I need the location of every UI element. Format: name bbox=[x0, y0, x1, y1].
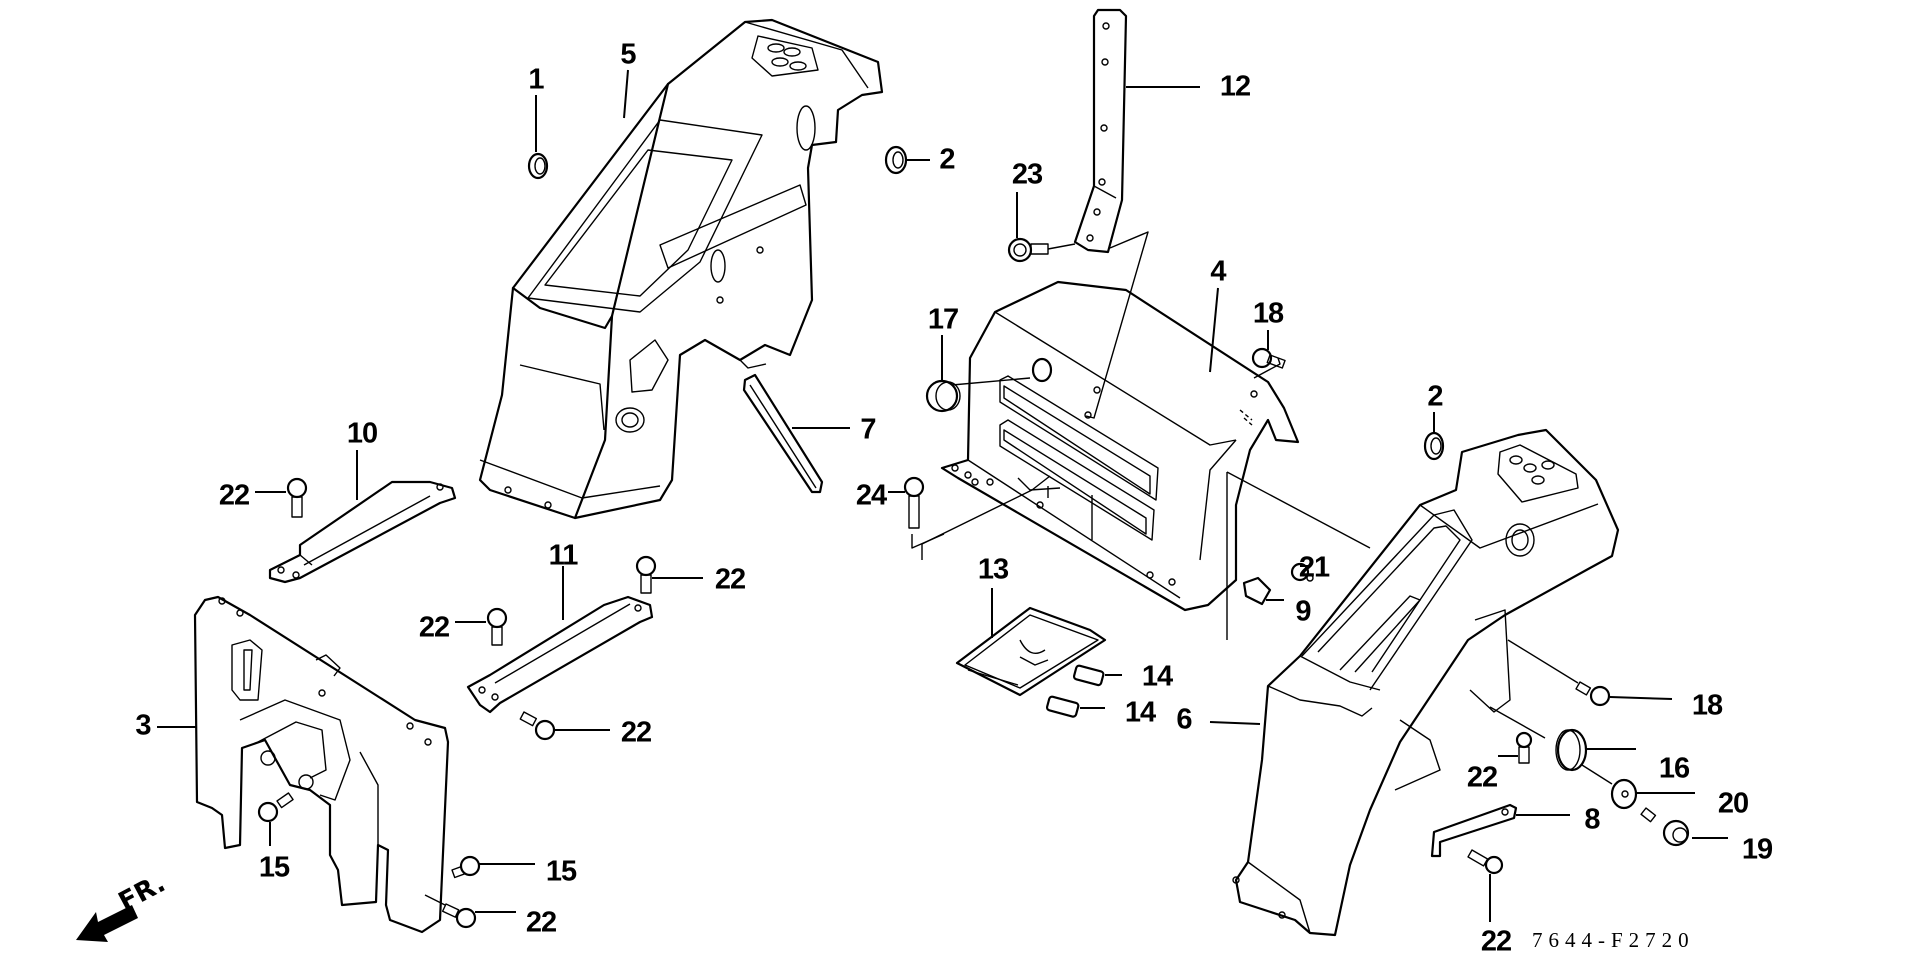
part-13-mat[interactable] bbox=[955, 588, 1107, 697]
part-2-grommet-right[interactable] bbox=[1423, 412, 1445, 461]
callout-14-b: 14 bbox=[1124, 696, 1156, 729]
callout-6: 6 bbox=[1176, 703, 1192, 736]
callout-22-bar11-left: 22 bbox=[418, 611, 450, 644]
part-14-clip-b[interactable] bbox=[1045, 695, 1105, 718]
callout-14-a: 14 bbox=[1141, 660, 1173, 693]
part-2-grommet-top[interactable] bbox=[884, 145, 930, 175]
part-9-clip[interactable] bbox=[1242, 576, 1284, 606]
callout-1: 1 bbox=[528, 63, 544, 96]
callout-19: 19 bbox=[1741, 833, 1773, 866]
part-22-bolt-3[interactable] bbox=[424, 894, 516, 929]
callout-13: 13 bbox=[977, 553, 1009, 586]
callout-17: 17 bbox=[927, 303, 959, 336]
part-8-bracket[interactable] bbox=[1430, 803, 1570, 858]
part-22-bolt-10[interactable] bbox=[255, 477, 308, 518]
part-7-stay[interactable] bbox=[742, 373, 850, 494]
callout-15-left: 15 bbox=[258, 851, 290, 884]
callout-15-right: 15 bbox=[545, 855, 577, 888]
part-15-bolt-left[interactable] bbox=[257, 792, 294, 846]
callout-7: 7 bbox=[860, 413, 876, 446]
part-20-washer[interactable] bbox=[1581, 764, 1695, 810]
callout-22-bar10: 22 bbox=[218, 479, 250, 512]
part-15-bolt-right[interactable] bbox=[451, 855, 535, 879]
callout-22-panel3: 22 bbox=[525, 906, 557, 939]
callout-18-top: 18 bbox=[1252, 297, 1284, 330]
assembly-leader-lines bbox=[921, 231, 1371, 640]
callout-2-right: 2 bbox=[1427, 380, 1443, 413]
part-3-front-panel[interactable] bbox=[157, 595, 450, 934]
callout-22-bar11-top: 22 bbox=[714, 563, 746, 596]
callout-2-top: 2 bbox=[939, 143, 955, 176]
part-22-bolt-11-left[interactable] bbox=[455, 607, 508, 646]
callout-16: 16 bbox=[1658, 752, 1690, 785]
part-1-grommet[interactable] bbox=[527, 95, 549, 180]
callout-9: 9 bbox=[1295, 595, 1311, 628]
callout-23: 23 bbox=[1011, 158, 1043, 191]
part-23-bolt[interactable] bbox=[1007, 192, 1076, 263]
part-10-bar[interactable] bbox=[268, 450, 457, 584]
part-11-bar[interactable] bbox=[466, 566, 654, 714]
part-21-grommet[interactable] bbox=[1290, 562, 1314, 582]
part-22-bolt-right-upper[interactable] bbox=[1498, 731, 1533, 764]
front-direction-arrow-icon bbox=[76, 905, 138, 942]
callout-3: 3 bbox=[135, 709, 151, 742]
callout-22-right-upper: 22 bbox=[1466, 761, 1498, 794]
part-18-bolt-right[interactable] bbox=[1507, 639, 1673, 707]
part-22-bolt-right-lower[interactable] bbox=[1467, 849, 1504, 922]
callout-11: 11 bbox=[548, 539, 579, 572]
callout-5: 5 bbox=[620, 38, 636, 71]
leader-5 bbox=[623, 69, 629, 119]
part-16-cap[interactable] bbox=[1489, 706, 1636, 772]
callout-24: 24 bbox=[855, 479, 887, 512]
callout-22-right-lower: 22 bbox=[1480, 925, 1512, 958]
part-22-bolt-11-bottom[interactable] bbox=[519, 711, 610, 741]
callout-12: 12 bbox=[1219, 70, 1251, 103]
part-17-cap[interactable] bbox=[925, 335, 1053, 413]
part-19-bolt[interactable] bbox=[1640, 807, 1728, 847]
callout-10: 10 bbox=[346, 417, 378, 450]
callout-4: 4 bbox=[1210, 255, 1226, 288]
part-6-right-fender[interactable] bbox=[1209, 428, 1620, 937]
figure-code: 7644-F2720 bbox=[1532, 928, 1695, 952]
callout-8: 8 bbox=[1584, 803, 1600, 836]
part-18-bolt-top[interactable] bbox=[1251, 330, 1286, 369]
callout-18-right: 18 bbox=[1691, 689, 1723, 722]
part-22-bolt-11-top[interactable] bbox=[635, 555, 703, 594]
callout-20: 20 bbox=[1717, 787, 1749, 820]
part-12-seat-stay[interactable] bbox=[1073, 8, 1200, 254]
callout-22-bar11-bottom: 22 bbox=[620, 716, 652, 749]
callout-21: 21 bbox=[1298, 551, 1330, 584]
part-24-bolt[interactable] bbox=[888, 476, 945, 549]
part-5-left-fender[interactable] bbox=[478, 18, 884, 520]
part-4-center-panel[interactable] bbox=[940, 280, 1300, 612]
part-14-clip-a[interactable] bbox=[1072, 664, 1122, 687]
